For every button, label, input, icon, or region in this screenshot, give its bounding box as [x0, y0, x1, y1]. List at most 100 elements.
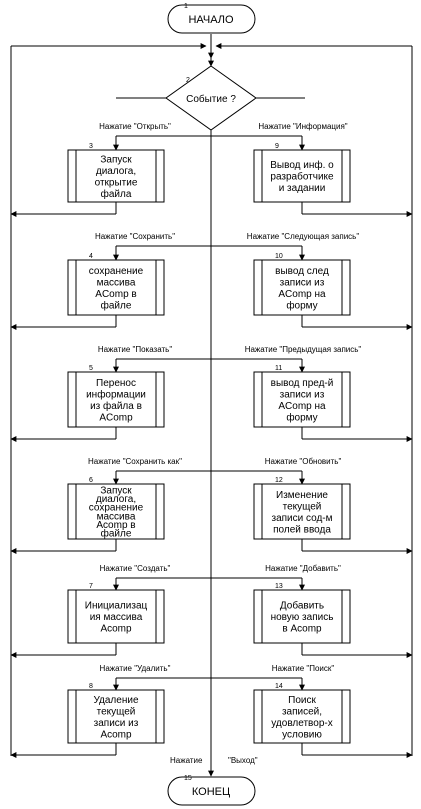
event-label: Нажатие "Показать": [98, 345, 173, 354]
process-text-line: Перенос: [96, 378, 136, 389]
process-text-line: Удаление: [93, 695, 138, 706]
process-text-line: вывод след: [275, 266, 329, 277]
process-box: [67, 149, 165, 203]
process-text-line: файле: [101, 528, 132, 540]
process-box: [253, 371, 351, 428]
process-number: 5: [89, 365, 93, 372]
process-box: [253, 483, 351, 540]
process-number: 3: [89, 143, 93, 150]
process-text-line: сохранение: [89, 266, 144, 277]
process-text-line: файла: [101, 188, 132, 200]
process-text-line: полей ввода: [273, 524, 331, 535]
process-left-4: Нажатие "Сохранить" 4 сохранениемассиваACo…: [10, 232, 211, 330]
process-text-line: записи из: [94, 718, 139, 729]
process-text-line: Acomp в: [96, 520, 135, 531]
event-label: Нажатие "Обновить": [265, 457, 342, 466]
start-terminal: 1 НАЧАЛО: [167, 3, 256, 34]
process-box: [67, 371, 165, 428]
process-text-line: Поиск: [288, 695, 316, 706]
process-text-line: удовлетвор-х: [271, 718, 332, 729]
event-label: Нажатие "Сохранить как": [88, 457, 182, 466]
event-label: Нажатие "Поиск": [272, 664, 335, 673]
process-text-line: новую запись: [271, 612, 334, 623]
process-text-line: записи сод-м: [271, 513, 332, 524]
process-text-line: Запуск: [100, 154, 132, 165]
event-label: Нажатие "Сохранить": [95, 232, 175, 241]
process-number: 7: [89, 583, 93, 590]
process-text-line: Добавить: [280, 600, 324, 612]
process-text-line: записи из: [280, 389, 325, 400]
decision-number: 2: [186, 77, 190, 84]
event-decision: 2 Событие ?: [165, 65, 257, 131]
process-left-8: Нажатие "Удалить" 8Удалениетекущейзаписи …: [10, 664, 211, 758]
process-text-line: массива: [97, 511, 136, 522]
process-text-line: диалога,: [96, 494, 136, 505]
process-text-line: форму: [286, 411, 317, 423]
process-text-line: ия массива: [90, 612, 143, 623]
process-text-line: форму: [286, 299, 317, 311]
exit-label-left: Нажатие: [170, 756, 203, 765]
process-number: 12: [275, 477, 283, 484]
event-label: Нажатие "Следующая запись": [247, 232, 360, 241]
process-text-line: разработчике: [270, 171, 334, 183]
process-text-line: массива: [97, 277, 136, 288]
start-label: НАЧАЛО: [188, 14, 234, 26]
process-box: [67, 689, 165, 744]
process-number: 14: [275, 683, 283, 690]
process-right-11: Нажатие "Предыдущая запись" 11 вывод пред-…: [211, 345, 413, 442]
process-text-line: Вывод инф. о: [270, 159, 334, 171]
process-right-10: Нажатие "Следующая запись" 10 вывод следза…: [211, 232, 413, 330]
process-text-line: Запуск: [100, 486, 132, 497]
process-number: 6: [89, 477, 93, 484]
exit-label-right: "Выход": [228, 756, 258, 765]
process-box: [67, 483, 165, 540]
process-text-line: в Acomp: [282, 624, 322, 635]
process-text-line: из файла в: [90, 400, 142, 412]
process-number: 11: [275, 365, 282, 372]
process-text-line: текущей: [97, 706, 136, 717]
event-label: Нажатие "Удалить": [100, 664, 171, 673]
process-text-line: файле: [101, 299, 132, 311]
process-text-line: Инициализац: [85, 601, 148, 612]
process-text-line: и задании: [279, 183, 326, 194]
process-text-line: AComp: [99, 412, 133, 423]
process-box: [253, 259, 351, 316]
end-label: КОНЕЦ: [192, 786, 230, 798]
event-label: Нажатие "Открыть": [99, 122, 171, 131]
process-text-line: диалога,: [96, 166, 136, 177]
process-number: 13: [275, 583, 283, 590]
process-text-line: текущей: [283, 501, 322, 512]
process-right-12: Нажатие "Обновить"12Изменениетекущейзапи…: [211, 457, 413, 554]
start-number: 1: [184, 3, 188, 10]
process-text-line: AComp на: [278, 289, 326, 300]
process-box: [253, 589, 351, 644]
process-box: [67, 589, 165, 644]
process-number: 8: [89, 683, 93, 690]
process-text-line: записей,: [282, 706, 322, 717]
process-number: 4: [89, 253, 93, 260]
end-terminal: 15 КОНЕЦ: [167, 775, 256, 806]
process-box: [253, 149, 351, 203]
process-text-line: условию: [282, 729, 322, 740]
process-text-line: AComp на: [278, 401, 326, 412]
decision-label: Событие ?: [186, 93, 236, 105]
process-text-line: открытие: [95, 177, 138, 188]
event-label: Нажатие "Информация": [258, 122, 347, 131]
process-text-line: AComp в: [95, 289, 136, 300]
process-box: [67, 259, 165, 316]
process-left-3: Нажатие "Открыть" 3Запускдиалога,открытие…: [10, 122, 211, 217]
process-text-line: вывод пред-й: [271, 378, 334, 389]
event-label: Нажатие "Добавить": [265, 564, 341, 573]
event-label: Нажатие "Создать": [100, 564, 171, 573]
process-box: [253, 689, 351, 744]
process-number: 10: [275, 253, 283, 260]
process-text-line: сохранение: [89, 503, 144, 514]
process-left-6: Нажатие "Сохранить как" 6Запускдиалога,со…: [10, 457, 211, 554]
event-label: Нажатие "Предыдущая запись": [245, 345, 362, 354]
process-text-line: записи из: [280, 277, 325, 288]
process-text-line: Acomp: [100, 624, 132, 635]
